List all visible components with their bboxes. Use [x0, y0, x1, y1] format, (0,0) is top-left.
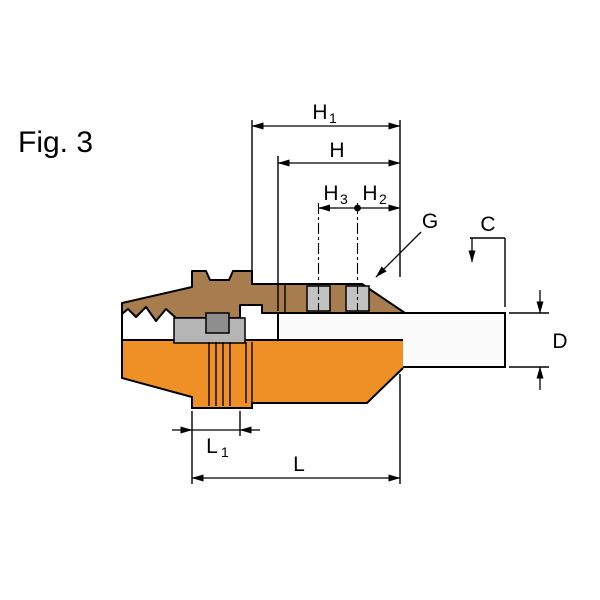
dimensions: H 1 H H 3 H 2 G C [172, 101, 568, 484]
dim-d: D [509, 290, 568, 390]
dim-h2-sub: 2 [379, 191, 387, 207]
dim-h: H [277, 139, 401, 311]
dim-h1: H 1 [251, 101, 401, 281]
figure-title: Fig. 3 [18, 126, 93, 159]
dim-h3-h2: H 3 H 2 [317, 182, 401, 311]
dim-l: L [191, 374, 401, 484]
dim-h3-sub: 3 [340, 191, 348, 207]
dim-g-leader [375, 231, 422, 278]
dim-g: G [375, 210, 438, 278]
dim-g-label: G [422, 210, 438, 233]
holder-body-lower [122, 340, 403, 408]
dim-d-label: D [552, 330, 567, 353]
dim-h1-label: H [312, 101, 327, 124]
dim-h3-label: H [323, 182, 338, 205]
dim-h1-sub: 1 [329, 110, 337, 126]
dim-c: C [468, 213, 506, 307]
tool-holder-drawing [121, 270, 506, 409]
dim-h2-label: H [362, 182, 377, 205]
dim-l1-label: L [206, 435, 218, 458]
dim-dot [354, 204, 361, 212]
dim-l1-sub: 1 [221, 444, 229, 460]
collet-key-section [205, 312, 230, 334]
dim-l1: L 1 [172, 411, 260, 484]
dim-c-label: C [480, 213, 495, 236]
dim-l-label: L [293, 453, 305, 476]
holder-section-upper [121, 270, 406, 322]
dim-h-label: H [329, 139, 344, 162]
